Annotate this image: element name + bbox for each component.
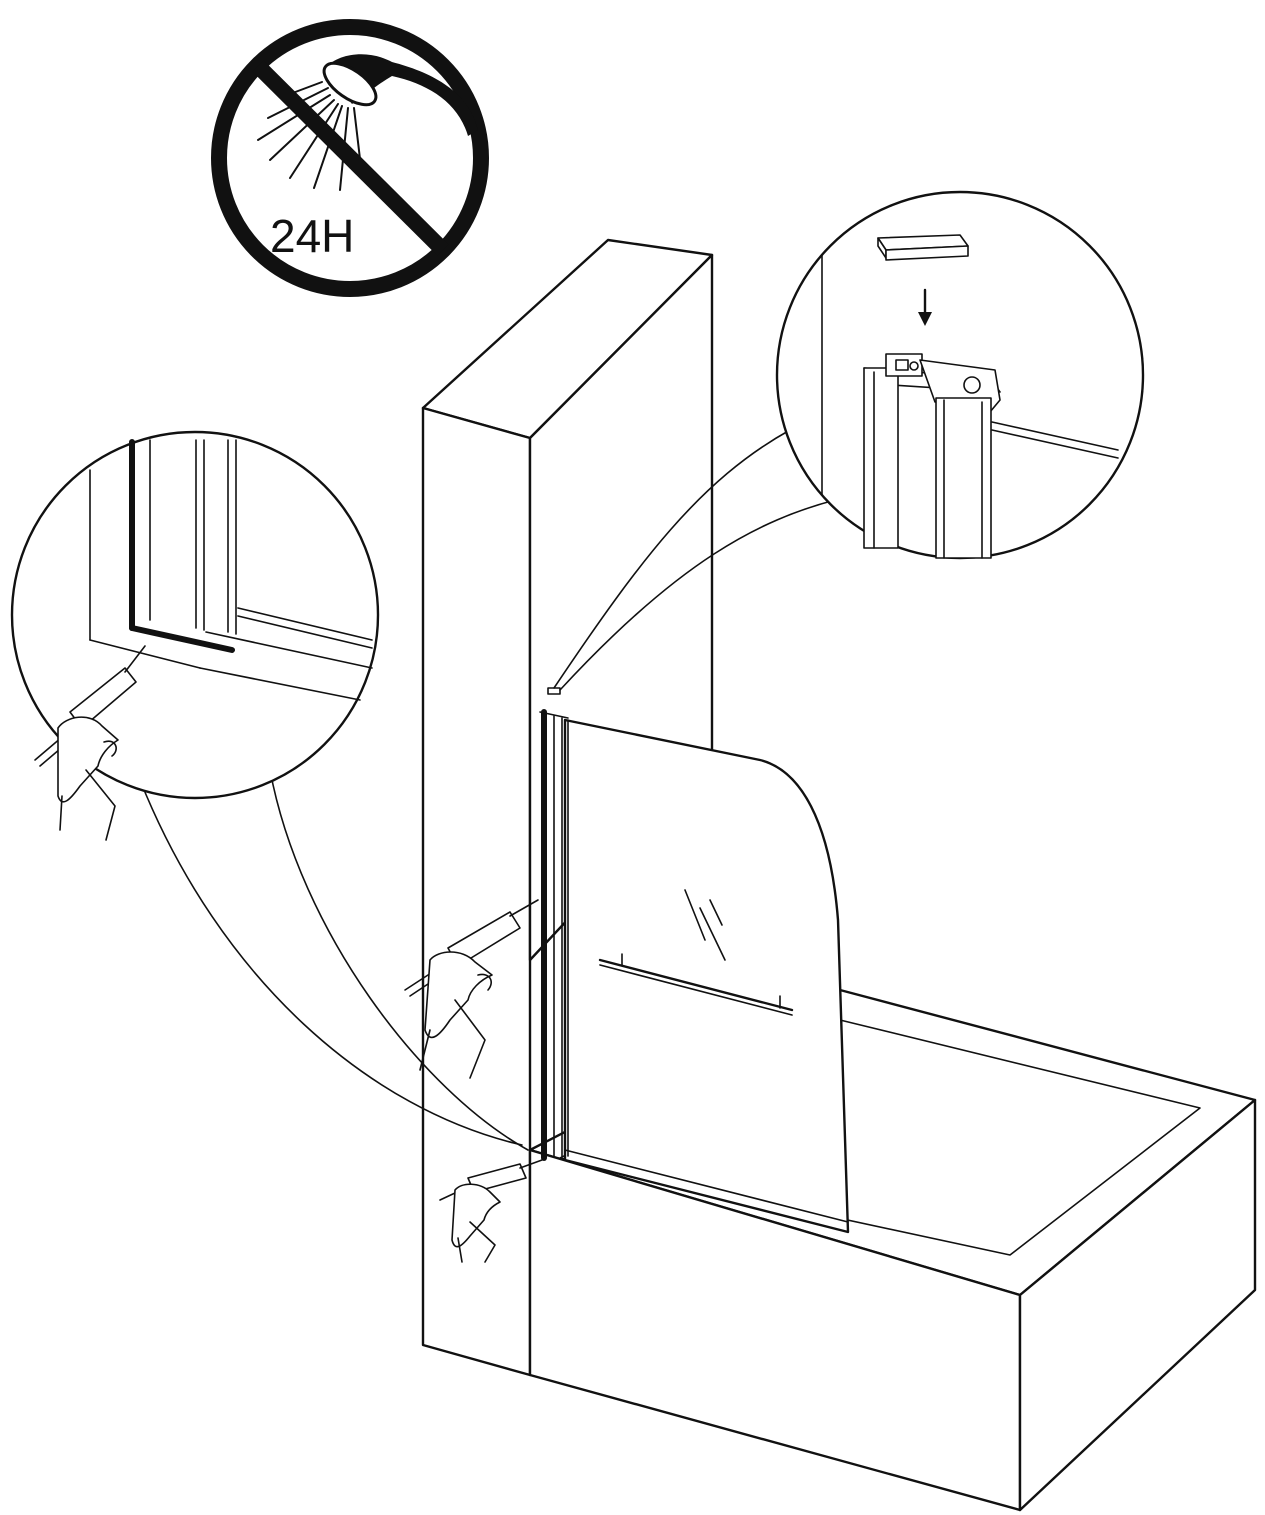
duration-label: 24H bbox=[270, 210, 354, 262]
glass-screen bbox=[563, 718, 850, 1234]
cap-piece bbox=[877, 234, 969, 261]
towel-bar bbox=[598, 953, 794, 1016]
silicone-gun-lower bbox=[439, 1159, 543, 1263]
silicone-gun-detail bbox=[34, 645, 146, 841]
silicone-gun-upper bbox=[404, 899, 539, 1079]
arrow-down-icon bbox=[918, 288, 932, 326]
callout-top-detail bbox=[553, 190, 1145, 691]
end-cap bbox=[547, 687, 561, 695]
profile-top bbox=[863, 353, 1119, 559]
no-shower-24h-sign: 24H bbox=[211, 19, 489, 297]
callout-left-detail bbox=[10, 430, 529, 1151]
silicone-bead bbox=[129, 439, 235, 653]
shower-head-icon bbox=[257, 54, 478, 191]
wall-profile bbox=[539, 709, 569, 1161]
prohibition-slash bbox=[252, 60, 449, 256]
